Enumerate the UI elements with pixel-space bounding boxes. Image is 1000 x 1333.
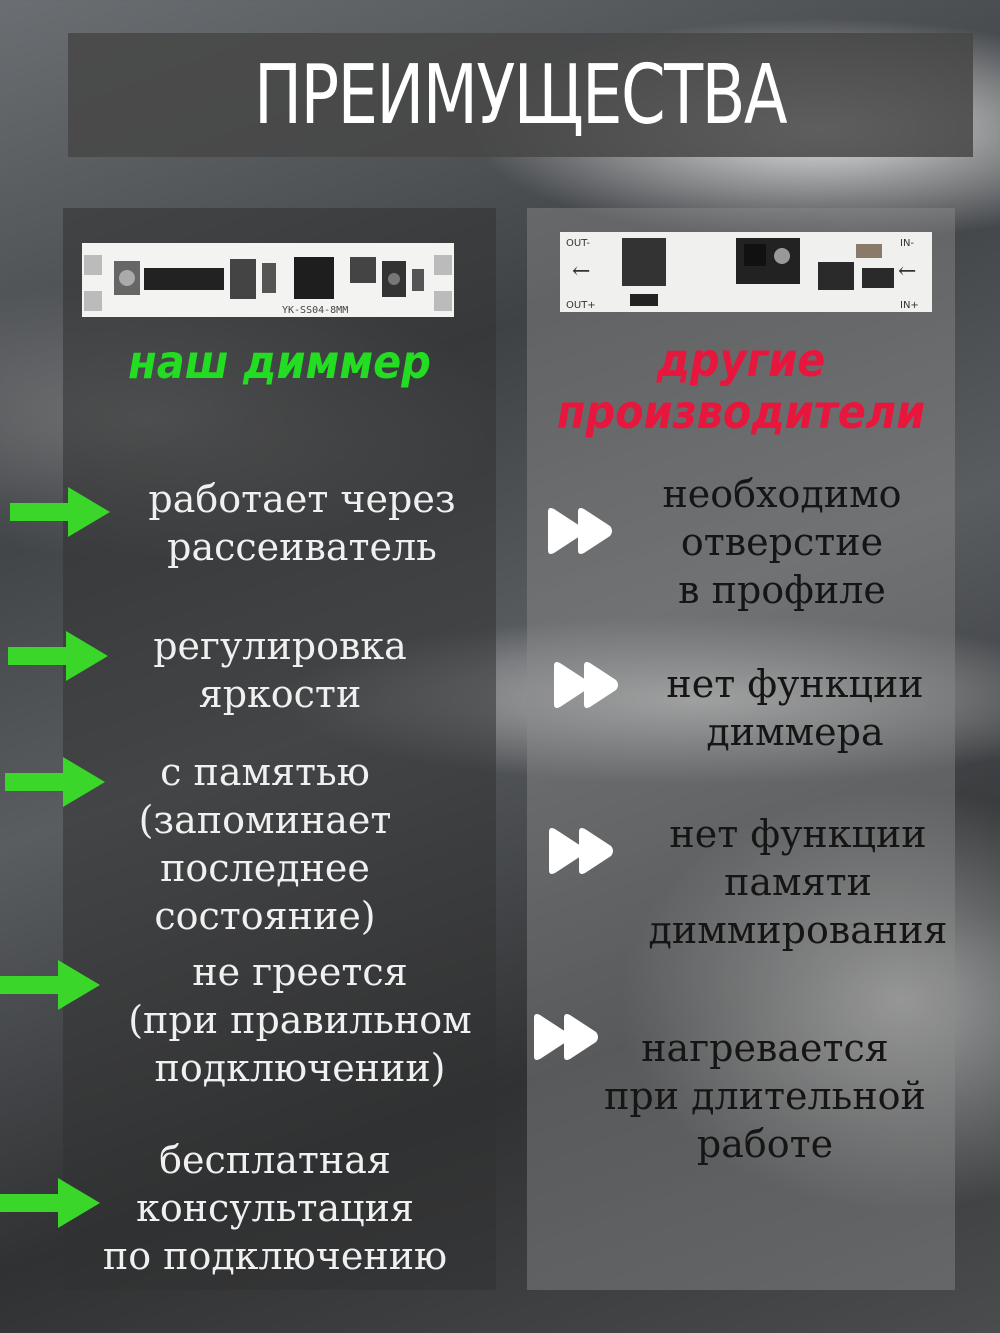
item-line: работает через — [148, 477, 456, 521]
our-product-panel — [63, 208, 496, 1290]
fast-forward-icon — [544, 506, 614, 560]
svg-text:YK-SS04-8MM: YK-SS04-8MM — [282, 305, 348, 316]
item-line: необходимо — [662, 472, 902, 516]
item-line: состояние) — [154, 894, 376, 938]
item-line: подключении) — [154, 1046, 446, 1090]
svg-text:←: ← — [898, 259, 916, 284]
item-line: по подключению — [102, 1234, 448, 1278]
green-arrow-icon — [10, 487, 110, 541]
our-dimmer-heading: наш диммер — [85, 336, 475, 388]
svg-text:←: ← — [572, 259, 590, 284]
item-line: памяти — [724, 860, 872, 904]
item-line: при длительной — [604, 1074, 926, 1118]
item-line: в профиле — [678, 568, 886, 612]
item-line: (запоминает — [138, 798, 392, 842]
title-banner: ПРЕИМУЩЕСТВА — [68, 33, 973, 157]
our-dimmer-heading-text: наш диммер — [128, 335, 431, 389]
heading-line: другие — [656, 333, 826, 387]
svg-text:IN-: IN- — [900, 238, 914, 249]
item-line: работе — [696, 1122, 834, 1166]
item-line: бесплатная — [159, 1138, 391, 1182]
item-line: (при правильном — [128, 998, 472, 1042]
item-line: диммера — [706, 710, 884, 754]
item-line: последнее — [160, 846, 370, 890]
item-line: диммирования — [648, 908, 948, 952]
green-arrow-icon — [0, 960, 100, 1014]
item-line: не греется — [192, 950, 408, 994]
green-arrow-icon — [0, 1178, 100, 1232]
our-dimmer-pcb-image: YK-SS04-8MM — [82, 243, 454, 317]
page-title: ПРЕИМУЩЕСТВА — [254, 47, 788, 143]
green-arrow-icon — [5, 757, 105, 811]
item-line: регулировка — [153, 624, 407, 668]
svg-text:IN+: IN+ — [900, 300, 919, 311]
competitor-pcb-image: OUT- OUT+ IN- IN+ ← ← — [560, 232, 932, 312]
svg-text:OUT-: OUT- — [566, 238, 590, 249]
item-line: нагревается — [641, 1026, 889, 1070]
green-arrow-icon — [8, 631, 108, 685]
item-line: нет функции — [669, 812, 927, 856]
svg-text:OUT+: OUT+ — [566, 300, 596, 311]
heading-line: производители — [556, 385, 926, 439]
item-line: консультация — [136, 1186, 414, 1230]
fast-forward-icon — [530, 1012, 600, 1066]
competitors-panel — [527, 208, 955, 1290]
item-line: отверстие — [680, 520, 884, 564]
fast-forward-icon — [550, 660, 620, 714]
item-line: нет функции — [666, 662, 924, 706]
fast-forward-icon — [545, 826, 615, 880]
item-line: с памятью — [160, 750, 370, 794]
item-line: яркости — [198, 672, 362, 716]
other-manufacturers-heading: другие производители — [548, 334, 933, 438]
item-line: рассеиватель — [167, 525, 437, 569]
